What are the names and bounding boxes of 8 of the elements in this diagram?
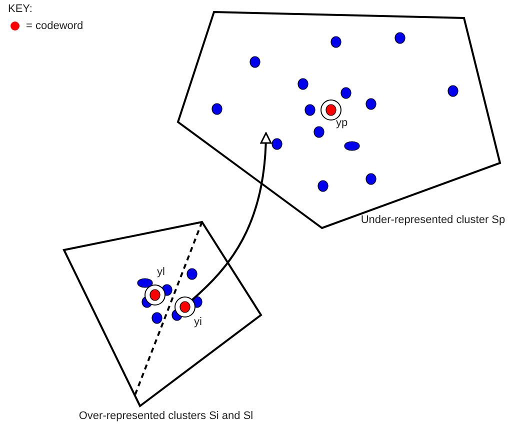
curved-arrow bbox=[191, 132, 272, 301]
key-heading: KEY: bbox=[8, 3, 32, 16]
codeword-label: yp bbox=[336, 117, 348, 130]
codeword-label: yl bbox=[157, 266, 165, 279]
cluster-label: Over-represented clusters Si and Sl bbox=[78, 410, 254, 423]
codeword-label: yi bbox=[194, 316, 202, 329]
cluster-label: Under-represented cluster Sp bbox=[360, 214, 506, 227]
legend-label: = codeword bbox=[26, 20, 84, 33]
